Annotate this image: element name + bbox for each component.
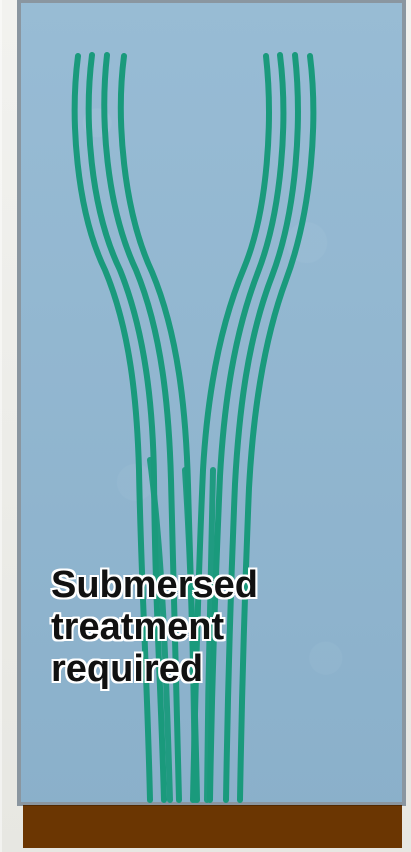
soil-base [23,805,402,848]
label-line-1: Submersed [51,565,311,607]
submersed-treatment-label: Submersed treatment required [51,565,311,690]
label-line-3: required [51,649,311,691]
label-line-2: treatment [51,607,311,649]
